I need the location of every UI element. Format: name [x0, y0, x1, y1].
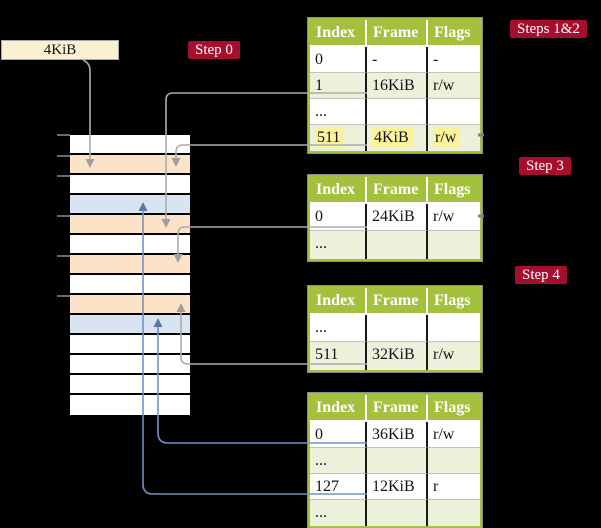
table-cell: [367, 315, 428, 342]
label-step-0: Step 0: [188, 41, 240, 59]
page-size-box: 4KiB: [1, 40, 119, 60]
table-cell: 1: [310, 73, 367, 99]
table-cell: ...: [310, 315, 367, 342]
table-cell: [428, 315, 480, 342]
table-cell: [428, 231, 480, 259]
table-cell: [428, 99, 480, 125]
column-header-frame: Frame: [367, 20, 428, 47]
table-cell: 32KiB: [367, 342, 428, 370]
table-cell: ...: [310, 231, 367, 259]
label-steps-1-2: Steps 1&2: [510, 20, 587, 38]
memory-tick-marks: [57, 134, 70, 297]
column-header-index: Index: [310, 395, 367, 422]
table-cell: ...: [310, 500, 367, 526]
table-cell: -: [428, 47, 480, 73]
memory-frame-row-11: [70, 335, 190, 355]
memory-frame-row-7: [70, 255, 190, 275]
table-cell: 0: [310, 47, 367, 73]
memory-frame-row-10: [70, 315, 190, 335]
memory-frame-row-9: [70, 295, 190, 315]
table-cell: 0: [310, 204, 367, 231]
table-cell: r/w: [428, 73, 480, 99]
memory-frame-row-8: [70, 275, 190, 295]
table-cell: -: [367, 47, 428, 73]
page-table-step-4-lower: Index Frame Flags 0 36KiB r/w ... 127 12…: [307, 392, 483, 528]
table-cell-highlighted: 511: [310, 125, 367, 151]
table-cell: 511: [310, 342, 367, 370]
table-cell: ...: [310, 448, 367, 474]
memory-frame-row-12: [70, 355, 190, 375]
column-header-frame: Frame: [367, 288, 428, 315]
table-cell: [367, 500, 428, 526]
table-cell: r/w: [428, 204, 480, 231]
column-header-index: Index: [310, 288, 367, 315]
table-cell: ...: [310, 99, 367, 125]
table-cell: r/w: [428, 422, 480, 448]
table-cell: 36KiB: [367, 422, 428, 448]
table-cell: 12KiB: [367, 474, 428, 500]
column-header-flags: Flags: [428, 20, 480, 47]
column-header-flags: Flags: [428, 395, 480, 422]
memory-frame-row-14: [70, 395, 190, 415]
memory-frame-row-4: [70, 195, 190, 215]
page-table-step-4-upper: Index Frame Flags ... 511 32KiB r/w: [307, 285, 483, 373]
memory-frame-row-3: [70, 175, 190, 195]
memory-frame-row-6: [70, 235, 190, 255]
table-cell: [428, 500, 480, 526]
label-step-3: Step 3: [519, 157, 571, 175]
page-table-steps-1-2: Index Frame Flags 0 - - 1 16KiB r/w ... …: [307, 17, 483, 154]
table-cell: 127: [310, 474, 367, 500]
table-cell: [367, 99, 428, 125]
column-header-index: Index: [310, 20, 367, 47]
memory-frames: [70, 135, 190, 415]
page-table-step-3: Index Frame Flags 0 24KiB r/w ...: [307, 174, 483, 262]
table-cell: 0: [310, 422, 367, 448]
table-cell: 16KiB: [367, 73, 428, 99]
table-cell: r/w: [428, 342, 480, 370]
column-header-flags: Flags: [428, 288, 480, 315]
table-cell-highlighted: 4KiB: [367, 125, 428, 151]
table-cell: [367, 448, 428, 474]
table-cell: [428, 448, 480, 474]
label-step-4: Step 4: [515, 266, 567, 284]
table-cell: 24KiB: [367, 204, 428, 231]
column-header-frame: Frame: [367, 395, 428, 422]
table-cell-highlighted: r/w: [428, 125, 480, 151]
memory-frame-row-5: [70, 215, 190, 235]
table-cell: [367, 231, 428, 259]
memory-frame-row-2: [70, 155, 190, 175]
memory-frame-row-1: [70, 135, 190, 155]
column-header-index: Index: [310, 177, 367, 204]
column-header-frame: Frame: [367, 177, 428, 204]
column-header-flags: Flags: [428, 177, 480, 204]
memory-frame-row-13: [70, 375, 190, 395]
table-cell: r: [428, 474, 480, 500]
